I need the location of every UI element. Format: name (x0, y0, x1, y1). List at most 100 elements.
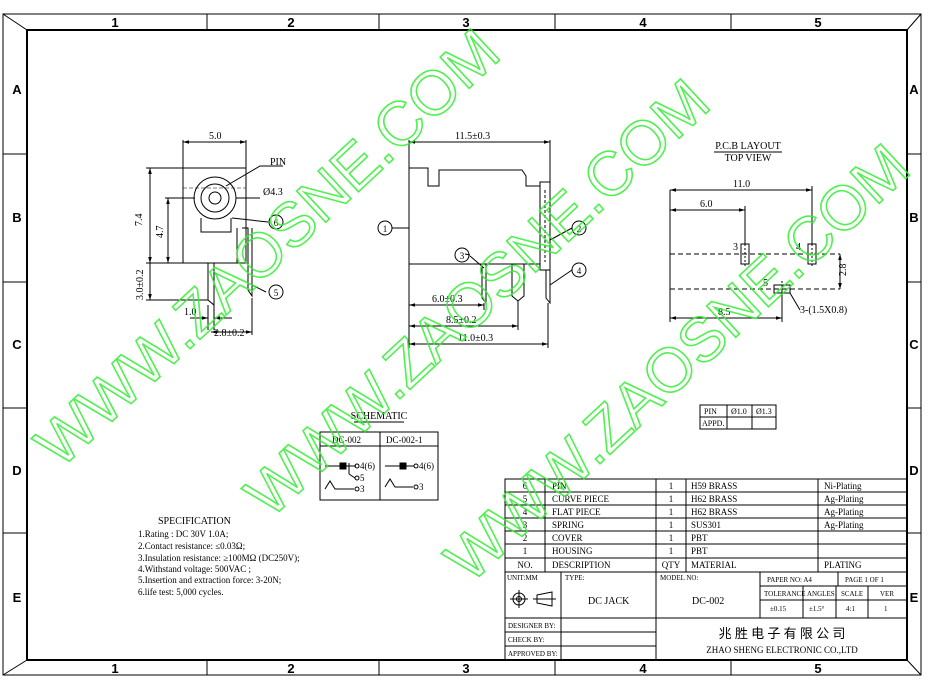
callout-6: 6 (274, 218, 279, 228)
pcb-dim-pad3: 6.0 (700, 199, 713, 210)
callout-3: 3 (460, 251, 465, 261)
ver-value: 1 (884, 605, 888, 613)
row-label: D (909, 463, 918, 478)
bom-cell-mat: SUS301 (691, 520, 721, 530)
col-label: 3 (462, 15, 469, 30)
bom-table (504, 478, 908, 573)
row-label: E (910, 590, 919, 605)
model-value: DC-002 (692, 596, 724, 607)
bom-cell-no: 5 (523, 494, 528, 504)
callout-5: 5 (274, 288, 279, 298)
row-label: B (909, 210, 918, 225)
bom-cell-mat: H62 BRASS (691, 494, 737, 504)
bom-cell-qty: 1 (669, 481, 674, 491)
bom-cell-no: 2 (523, 533, 528, 543)
specification: SPECIFICATION 1.Rating : DC 30V 1.0A; 2.… (138, 516, 300, 597)
tolerance-value: ±0.15 (770, 605, 787, 613)
side-view (377, 140, 587, 348)
type-value: DC JACK (588, 596, 630, 607)
bom-cell-plat: Ag-Plating (824, 520, 864, 530)
bom-cell-mat: H62 BRASS (691, 507, 737, 517)
callout-4: 4 (577, 266, 582, 276)
bom-cell-qty: 1 (669, 520, 674, 530)
drawing-frame (2, 13, 922, 676)
front-view-text: 5.0 7.4 4.7 3.0±0.2 1.0 2.8±0.2 PIN Ø4.3… (134, 131, 286, 339)
bom-cell-plat: Ni-Plating (824, 481, 862, 491)
company-name-en: ZHAO SHENG ELECTRONIC CO.,LTD (706, 645, 858, 655)
row-label: B (12, 210, 21, 225)
bom-cell-qty: 1 (669, 494, 674, 504)
pin-table-text: PIN Ø1.0 Ø1.3 APPD. (702, 407, 772, 428)
col-label: 5 (814, 15, 821, 30)
pcb-hole-note: 3-(1.5X0.8) (800, 305, 847, 316)
dim-leg-pitch: 2.8±0.2 (214, 328, 245, 339)
spec-line: 6.life test: 5,000 cycles. (138, 587, 223, 597)
scale-header: SCALE (841, 590, 863, 598)
pcb-layout-text: P.C.B LAYOUT TOP VIEW 11.0 6.0 2.8 8.5 3… (700, 141, 849, 318)
spec-line: 1.Rating : DC 30V 1.0A; (138, 529, 228, 539)
pcb-dim-vertical: 2.8 (838, 264, 849, 277)
spec-line: 4.Withstand voltage: 500VAC ; (138, 564, 251, 574)
unit-label: UNIT:MM (507, 574, 539, 582)
schematic (319, 421, 439, 501)
bom-cell-desc: COVER (552, 533, 583, 543)
dim-length: 11.5±0.3 (455, 131, 490, 142)
pin-table (699, 404, 777, 430)
check-label: CHECK BY: (508, 636, 545, 644)
bom-cell-no: 3 (523, 520, 528, 530)
bom-cell-qty: 1 (669, 546, 674, 556)
col-label: 2 (287, 661, 294, 676)
col-label: 4 (639, 15, 647, 30)
dim-height: 7.4 (134, 214, 145, 227)
dim-total-length: 11.0±0.3 (458, 333, 493, 344)
type-label: TYPE: (565, 574, 585, 582)
bom-cell-no: 1 (523, 546, 528, 556)
bom-header-mat: MATERIAL (691, 560, 737, 570)
pin-table-header: Ø1.3 (756, 407, 772, 416)
row-label: D (12, 463, 21, 478)
spec-line: 3.Insulation resistance: ≥100MΩ (DC250V)… (138, 553, 300, 563)
row-label: C (12, 337, 22, 352)
bom-cell-desc: FLAT PIECE (552, 507, 601, 517)
pad-4-label: 4 (796, 242, 801, 253)
dim-leg-length: 3.0±0.2 (135, 270, 146, 301)
bom-cell-desc: SPRING (552, 520, 585, 530)
bom-cell-mat: PBT (691, 533, 708, 543)
col-label: 4 (639, 661, 647, 676)
spec-line: 5.Insertion and extraction force: 3-20N; (138, 575, 281, 585)
col-label: 1 (111, 661, 118, 676)
dim-leg-width: 1.0 (184, 307, 197, 318)
row-label: A (909, 82, 919, 97)
side-view-text: 11.5±0.3 6.0±0.3 8.5±0.2 11.0±0.3 1 2 3 … (383, 131, 582, 344)
bom-cell-desc: PIN (552, 481, 567, 491)
dim-center-height: 4.7 (155, 226, 166, 239)
bom-header-plat: PLATING (824, 560, 862, 570)
schematic-header-right: DC-002-1 (386, 435, 423, 445)
page-no: PAGE 1 OF 1 (845, 576, 884, 584)
schematic-pin-label: 4(6) (360, 461, 375, 471)
pad-3-label: 3 (733, 242, 738, 253)
pcb-dim-total: 11.0 (733, 179, 750, 190)
pin-table-row-label: APPD. (702, 419, 724, 428)
schematic-title: SCHEMATIC (351, 411, 408, 422)
bom-cell-mat: H59 BRASS (691, 481, 737, 491)
col-label: 1 (111, 15, 118, 30)
bom-cell-no: 6 (523, 481, 528, 491)
row-label: C (909, 337, 919, 352)
callout-2: 2 (577, 224, 582, 234)
frame-row-labels: A B C D E A B C D E (12, 82, 919, 605)
dim-pin3-offset: 6.0±0.3 (432, 294, 463, 305)
bom-header-desc: DESCRIPTION (552, 560, 611, 570)
spec-line: 2.Contact resistance: ≤0.03Ω; (138, 541, 245, 551)
ver-header: VER (880, 590, 894, 598)
watermark-text: WWW.ZAOSNE.COM (22, 16, 512, 480)
angles-header: ANGLES (807, 590, 835, 598)
watermark: WWW.ZAOSNE.COM WWW.ZAOSNE.COM WWW.ZAOSNE… (22, 16, 924, 596)
bom-header-no: NO. (517, 560, 532, 570)
bom-cell-desc: HOUSING (552, 546, 593, 556)
bom-cell-plat: Ag-Plating (824, 494, 864, 504)
col-label: 2 (287, 15, 294, 30)
bom-cell-desc: CURVE PIECE (552, 494, 610, 504)
